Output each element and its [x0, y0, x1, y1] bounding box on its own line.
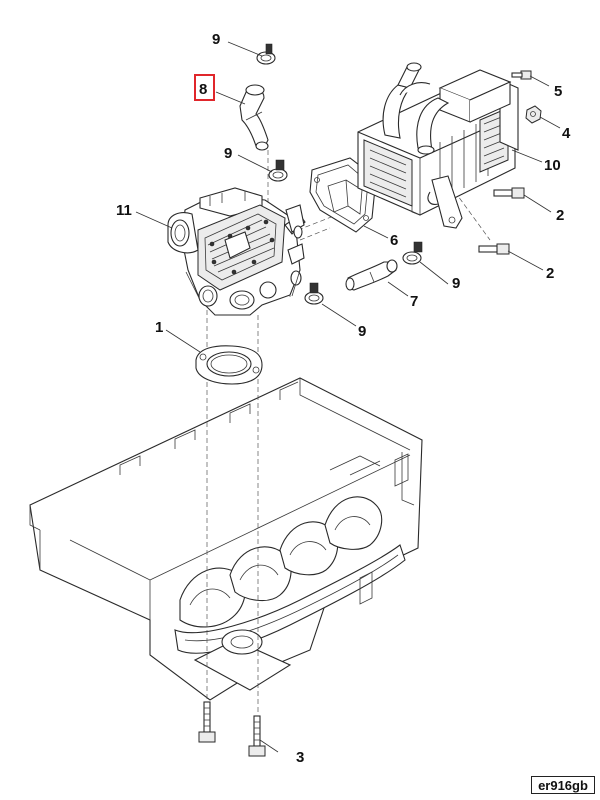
bolts-part-3 [198, 701, 266, 757]
callout-9-right: 9 [452, 275, 460, 292]
leader-lines [135, 41, 561, 753]
clamp-part-9-mid [268, 159, 288, 182]
gasket-part-1 [195, 345, 263, 385]
callout-4: 4 [562, 125, 571, 142]
callout-9-top: 9 [212, 31, 220, 48]
callout-2-upper: 2 [556, 207, 564, 224]
nut-part-4 [525, 105, 542, 124]
clamp-part-9-top [256, 43, 276, 65]
callout-11: 11 [116, 202, 132, 219]
callout-2-lower: 2 [546, 265, 554, 282]
bolt-part-2-upper [493, 187, 525, 199]
clamp-part-9-right [402, 241, 423, 265]
callout-1: 1 [155, 319, 163, 336]
bolt-part-2-lower [478, 243, 510, 255]
egr-valve-part-11 [167, 187, 306, 316]
callout-8: 8 [199, 81, 207, 98]
egr-cooler-part-10 [357, 62, 519, 229]
hose-part-8 [239, 84, 269, 151]
bolt-part-5 [511, 70, 532, 80]
highlight-box [194, 74, 215, 101]
coolant-pipe-stub [285, 204, 305, 239]
callout-10: 10 [544, 157, 561, 174]
clamp-part-9-bottom [304, 282, 324, 305]
hose-part-7 [345, 259, 398, 291]
callout-9-mid: 9 [224, 145, 232, 162]
callout-7: 7 [410, 293, 418, 310]
callout-6: 6 [390, 232, 398, 249]
callout-5: 5 [554, 83, 562, 100]
callout-labels: 9 8 9 11 1 3 6 7 9 9 5 4 10 2 2 [116, 31, 571, 766]
callout-3: 3 [296, 749, 304, 766]
engine-block [29, 377, 423, 701]
drawing-reference-code: er916gb [531, 776, 595, 794]
callout-9-bottom: 9 [358, 323, 366, 340]
